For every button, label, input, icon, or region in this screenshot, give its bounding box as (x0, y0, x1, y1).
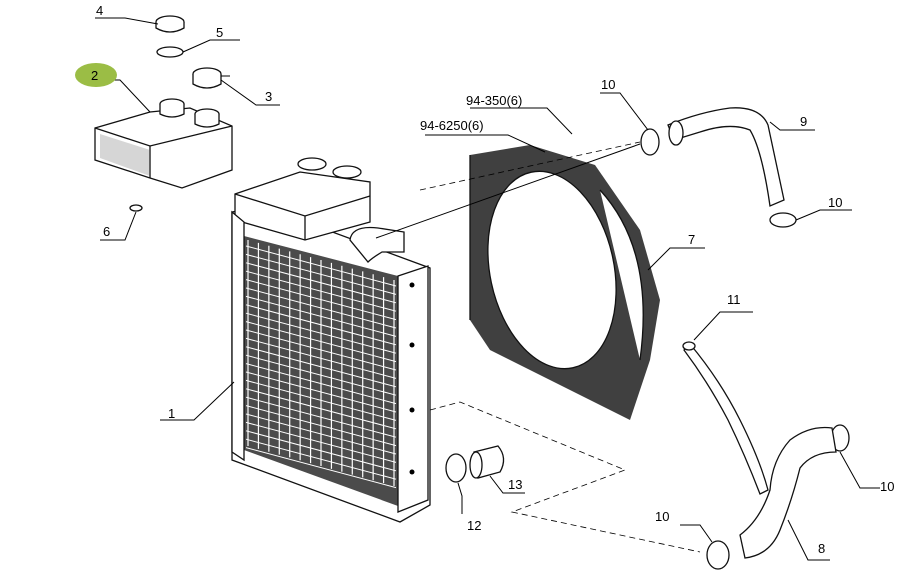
fin-horizontal (245, 405, 397, 447)
hose-clamp-10d (706, 540, 730, 570)
fin-horizontal (245, 295, 397, 337)
callout-10-right: 10 (828, 195, 842, 210)
pipe-11 (683, 343, 769, 495)
callout-10-lower-right: 10 (880, 479, 894, 494)
fin-horizontal (245, 354, 397, 396)
hose-alignment-line (375, 143, 641, 239)
seal-ring-5 (156, 46, 184, 58)
phantom-line-upper (419, 141, 641, 191)
callout-leaders (90, 17, 880, 561)
fin-horizontal (245, 329, 397, 371)
fin-horizontal (245, 270, 397, 312)
fin-horizontal (245, 363, 397, 405)
fin-horizontal (245, 413, 397, 455)
callout-7: 7 (688, 232, 695, 247)
fin-horizontal (245, 279, 397, 321)
expansion-tank (94, 98, 233, 189)
fin-horizontal (245, 438, 397, 480)
fin-horizontal (245, 396, 397, 438)
fin-horizontal (245, 312, 397, 354)
hose-clamp-10b (769, 212, 797, 228)
callout-5: 5 (216, 25, 223, 40)
callout-2-highlight (75, 63, 117, 87)
callout-1: 1 (168, 406, 175, 421)
callout-10-lower: 10 (655, 509, 669, 524)
sleeve-13-end (469, 451, 483, 479)
callout-6: 6 (103, 224, 110, 239)
fin-horizontal (245, 346, 397, 388)
radiator-cap-3 (192, 67, 230, 89)
fin-horizontal (245, 447, 397, 489)
callout-13: 13 (508, 477, 522, 492)
radiator-fins (245, 240, 397, 489)
clamp-12 (445, 453, 467, 483)
callout-10-upper: 10 (601, 77, 615, 92)
ref-94-350: 94-350(6) (466, 93, 522, 108)
fin-horizontal (245, 304, 397, 346)
hose-end-upper (668, 120, 684, 146)
fin-horizontal (245, 379, 397, 421)
fin-horizontal (245, 245, 397, 287)
fin-horizontal (245, 321, 397, 363)
ref-94-6250: 94-6250(6) (420, 118, 484, 133)
fin-horizontal (245, 421, 397, 463)
pipe-11-end (682, 341, 696, 351)
callout-3: 3 (265, 89, 272, 104)
fin-horizontal (245, 388, 397, 430)
callout-9: 9 (800, 114, 807, 129)
fan-shroud (469, 145, 660, 420)
fin-horizontal (245, 287, 397, 329)
fin-horizontal (245, 262, 397, 304)
lower-hose-8 (739, 426, 837, 559)
cap-4 (155, 15, 185, 33)
phantom-line-lower (429, 401, 701, 553)
upper-hose-9 (667, 107, 785, 207)
callout-11: 11 (727, 292, 741, 307)
fin-horizontal (245, 430, 397, 472)
washer-6 (129, 204, 143, 212)
callout-12: 12 (467, 518, 481, 533)
callout-4: 4 (96, 3, 103, 18)
fin-horizontal (245, 253, 397, 295)
hose-clamp-10a (640, 128, 660, 156)
fin-horizontal (245, 337, 397, 379)
callout-8: 8 (818, 541, 825, 556)
callout-2: 2 (91, 68, 98, 83)
fin-horizontal (245, 371, 397, 413)
